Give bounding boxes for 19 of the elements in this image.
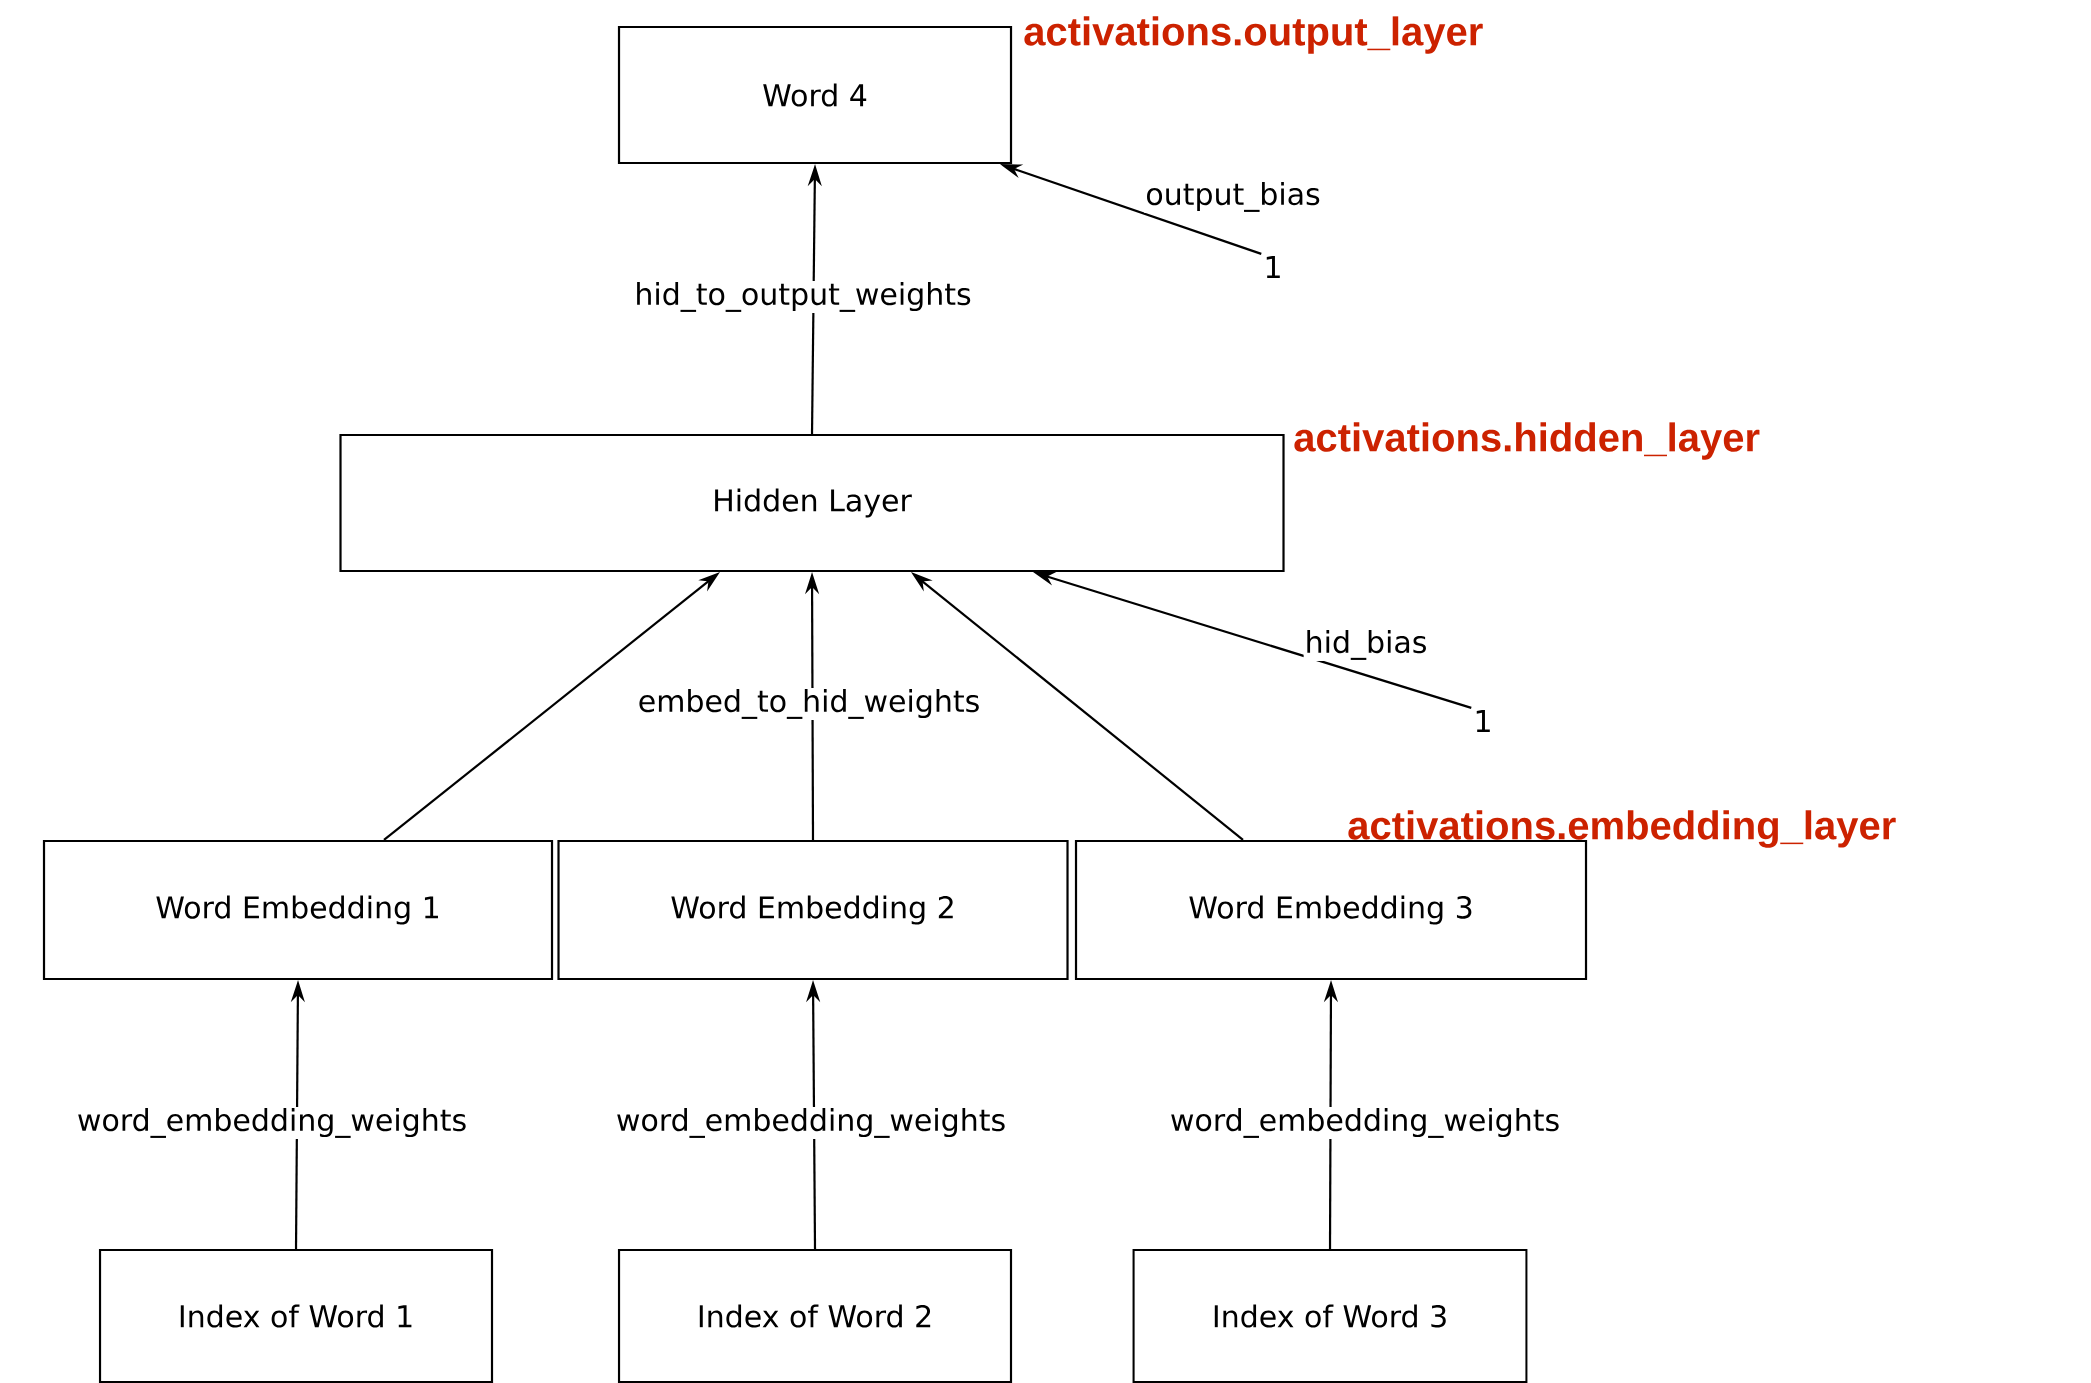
edge-label: word_embedding_weights — [75, 1107, 469, 1139]
process-box: Word Embedding 1 — [42, 839, 554, 981]
edge-label: hid_to_output_weights — [633, 281, 973, 313]
process-box: Word Embedding 3 — [1074, 839, 1588, 981]
edge-label: word_embedding_weights — [1168, 1107, 1562, 1139]
process-box: Word Embedding 2 — [557, 839, 1069, 981]
edge-label: word_embedding_weights — [614, 1107, 1008, 1139]
process-box: Index of Word 3 — [1132, 1248, 1528, 1383]
process-box: Hidden Layer — [339, 433, 1285, 573]
process-box: Word 4 — [617, 25, 1013, 165]
edge-label: hid_bias — [1303, 629, 1429, 661]
edge-label: output_bias — [1144, 181, 1322, 213]
input-value: 1 — [1476, 710, 1490, 732]
layer-label: activations.output_layer — [1024, 16, 1483, 54]
input-value: 1 — [1266, 256, 1280, 278]
process-box: Index of Word 2 — [617, 1248, 1013, 1383]
process-box: Index of Word 1 — [98, 1248, 494, 1383]
edge-label: embed_to_hid_weights — [636, 688, 982, 720]
layer-label: activations.hidden_layer — [1294, 422, 1760, 460]
